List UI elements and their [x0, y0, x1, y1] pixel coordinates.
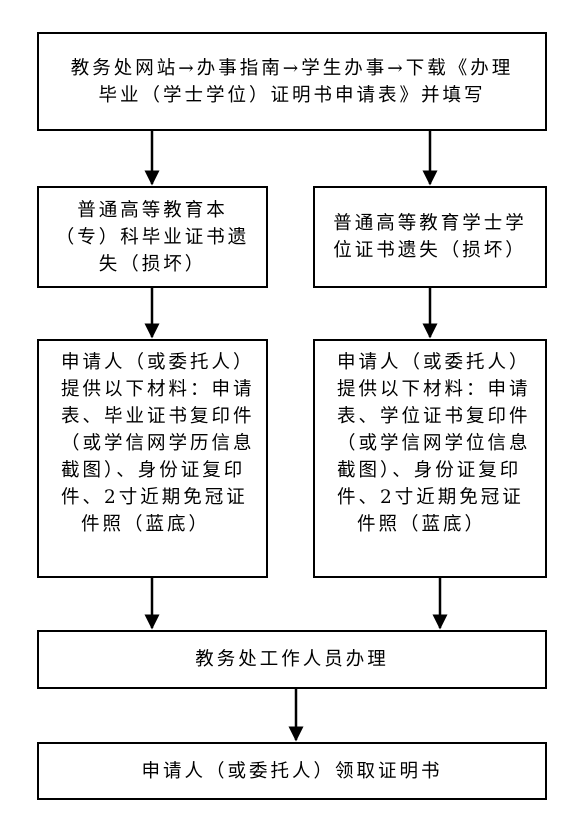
node-step1-line: 教务处网站→办事指南→学生办事→下载《办理: [70, 57, 514, 79]
node-left-case-line: 普通高等教育本: [77, 199, 228, 221]
node-right-materials-line: （或学信网学位信息: [337, 433, 531, 454]
node-collect-line: 申请人（或委托人）领取证明书: [141, 760, 443, 782]
node-left-materials-line: 截图）、身份证复印: [61, 460, 246, 481]
node-process-line: 教务处工作人员办理: [195, 649, 389, 670]
node-left-materials-line: 件、2寸近期免冠证: [61, 487, 248, 508]
node-left-materials-line: 表、毕业证书复印件: [61, 406, 255, 427]
node-right-case-line: 位证书遗失（损坏）: [333, 240, 527, 261]
node-right-materials-line: 截图）、身份证复印: [337, 460, 522, 481]
node-right-case-line: 普通高等教育学士学: [333, 213, 527, 234]
node-step1-line: 毕业（学士学位）证明书申请表》并填写: [98, 84, 486, 106]
node-left-case-line: （专）科毕业证书遗: [55, 226, 250, 248]
node-left-materials-line: 件照（蓝底）: [81, 514, 211, 535]
node-right-materials-line: 件照（蓝底）: [357, 514, 487, 535]
node-collect: 申请人（或委托人）领取证明书: [37, 742, 547, 800]
node-right-materials-line: 件、2寸近期免冠证: [337, 487, 524, 508]
node-right-materials-line: 申请人（或委托人）: [337, 352, 531, 373]
node-left-materials-line: 申请人（或委托人）: [61, 352, 255, 373]
node-right-case: 普通高等教育学士学 位证书遗失（损坏）: [313, 186, 547, 288]
node-left-materials-line: 提供以下材料：申请: [61, 379, 255, 400]
node-left-materials-line: （或学信网学历信息: [61, 433, 255, 454]
node-right-materials-line: 表、学位证书复印件: [337, 406, 531, 427]
node-right-materials-line: 提供以下材料：申请: [337, 379, 531, 400]
node-left-case: 普通高等教育本 （专）科毕业证书遗 失（损坏）: [37, 186, 268, 288]
node-right-materials: 申请人（或委托人） 提供以下材料：申请 表、学位证书复印件 （或学信网学位信息 …: [313, 339, 547, 578]
node-left-materials: 申请人（或委托人） 提供以下材料：申请 表、毕业证书复印件 （或学信网学历信息 …: [37, 339, 268, 578]
node-step1: 教务处网站→办事指南→学生办事→下载《办理 毕业（学士学位）证明书申请表》并填写: [37, 32, 547, 131]
node-process: 教务处工作人员办理: [37, 630, 547, 689]
node-left-case-line: 失（损坏）: [98, 253, 207, 275]
